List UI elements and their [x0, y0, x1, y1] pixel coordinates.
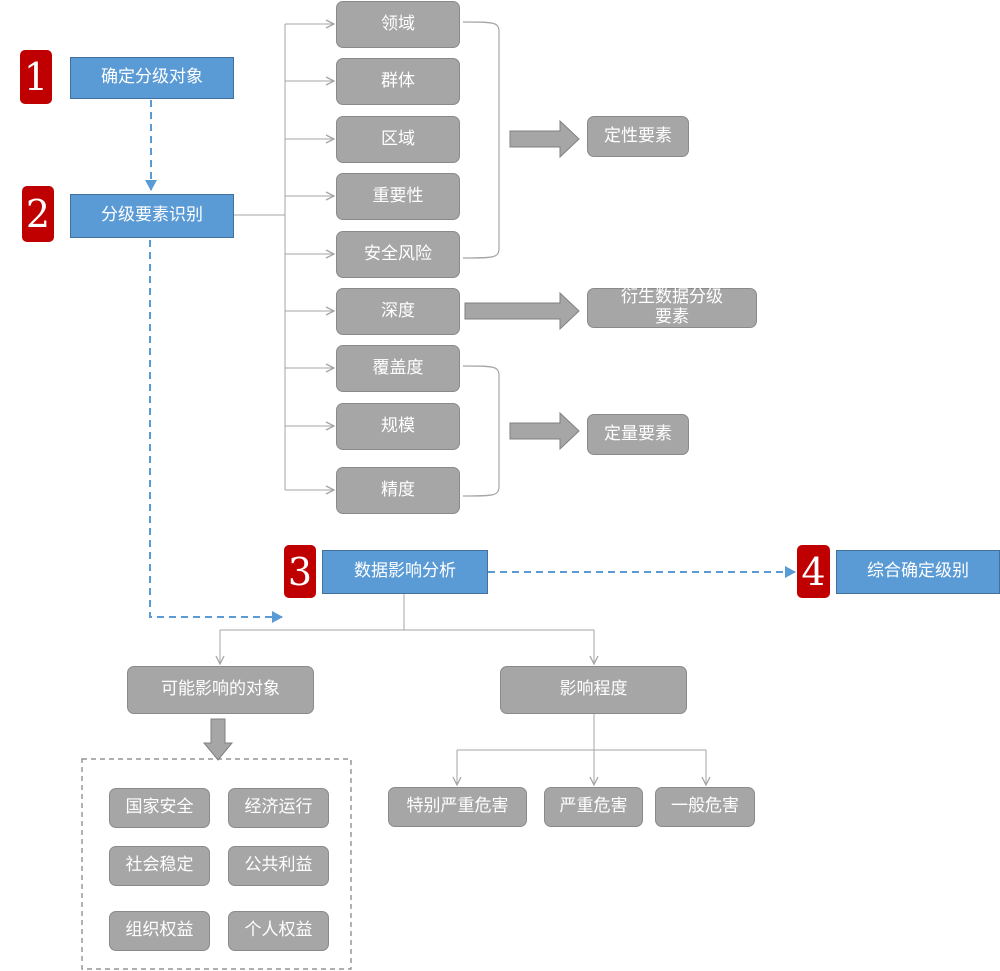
- block-arrow-down-objects: [202, 718, 234, 761]
- step4-badge: 4: [797, 545, 830, 598]
- factor-group: 群体: [336, 58, 460, 105]
- result-qualitative: 定性要素: [587, 116, 689, 157]
- step3-badge: 3: [284, 545, 316, 598]
- affected-objects-box: 可能影响的对象: [127, 666, 314, 714]
- impact-degree-box: 影响程度: [500, 666, 687, 714]
- step1-badge: 1: [20, 50, 52, 104]
- factor-region: 区域: [336, 116, 460, 163]
- block-arrow-derived: [464, 291, 580, 331]
- object-organization-rights: 组织权益: [109, 911, 210, 951]
- step2-box: 分级要素识别: [70, 194, 234, 238]
- brace-qualitative: [462, 21, 500, 259]
- factor-scale: 规模: [336, 403, 460, 450]
- step2-badge: 2: [22, 186, 54, 242]
- factor-field: 领域: [336, 1, 460, 48]
- factor-tree: [234, 24, 334, 490]
- arrow-step2-to-step3: [149, 240, 283, 623]
- object-personal-rights: 个人权益: [228, 911, 329, 951]
- block-arrows: [202, 119, 580, 761]
- block-arrow-qualitative: [509, 119, 580, 159]
- flow-arrows: [145, 100, 796, 623]
- factor-importance: 重要性: [336, 173, 460, 220]
- brace-quantitative: [462, 365, 500, 497]
- factor-depth: 深度: [336, 288, 460, 335]
- step3-box: 数据影响分析: [322, 550, 488, 594]
- degree-especially-severe: 特别严重危害: [388, 787, 527, 827]
- objects-container: [81, 758, 352, 970]
- object-public-interest: 公共利益: [228, 846, 329, 886]
- factor-security-risk: 安全风险: [336, 231, 460, 278]
- group-braces: [462, 21, 500, 497]
- factor-precision: 精度: [336, 467, 460, 514]
- object-national-security: 国家安全: [109, 788, 210, 828]
- step1-box: 确定分级对象: [70, 57, 234, 99]
- object-economic-operation: 经济运行: [228, 788, 329, 828]
- object-social-stability: 社会稳定: [109, 846, 210, 886]
- factor-coverage: 覆盖度: [336, 345, 460, 392]
- result-derived: 衍生数据分级要素: [587, 288, 757, 328]
- step4-box: 综合确定级别: [836, 550, 1000, 594]
- degree-general: 一般危害: [655, 787, 755, 827]
- result-quantitative: 定量要素: [587, 414, 689, 455]
- analysis-tree: [220, 594, 706, 785]
- degree-severe: 严重危害: [544, 787, 643, 827]
- block-arrow-quantitative: [509, 411, 580, 451]
